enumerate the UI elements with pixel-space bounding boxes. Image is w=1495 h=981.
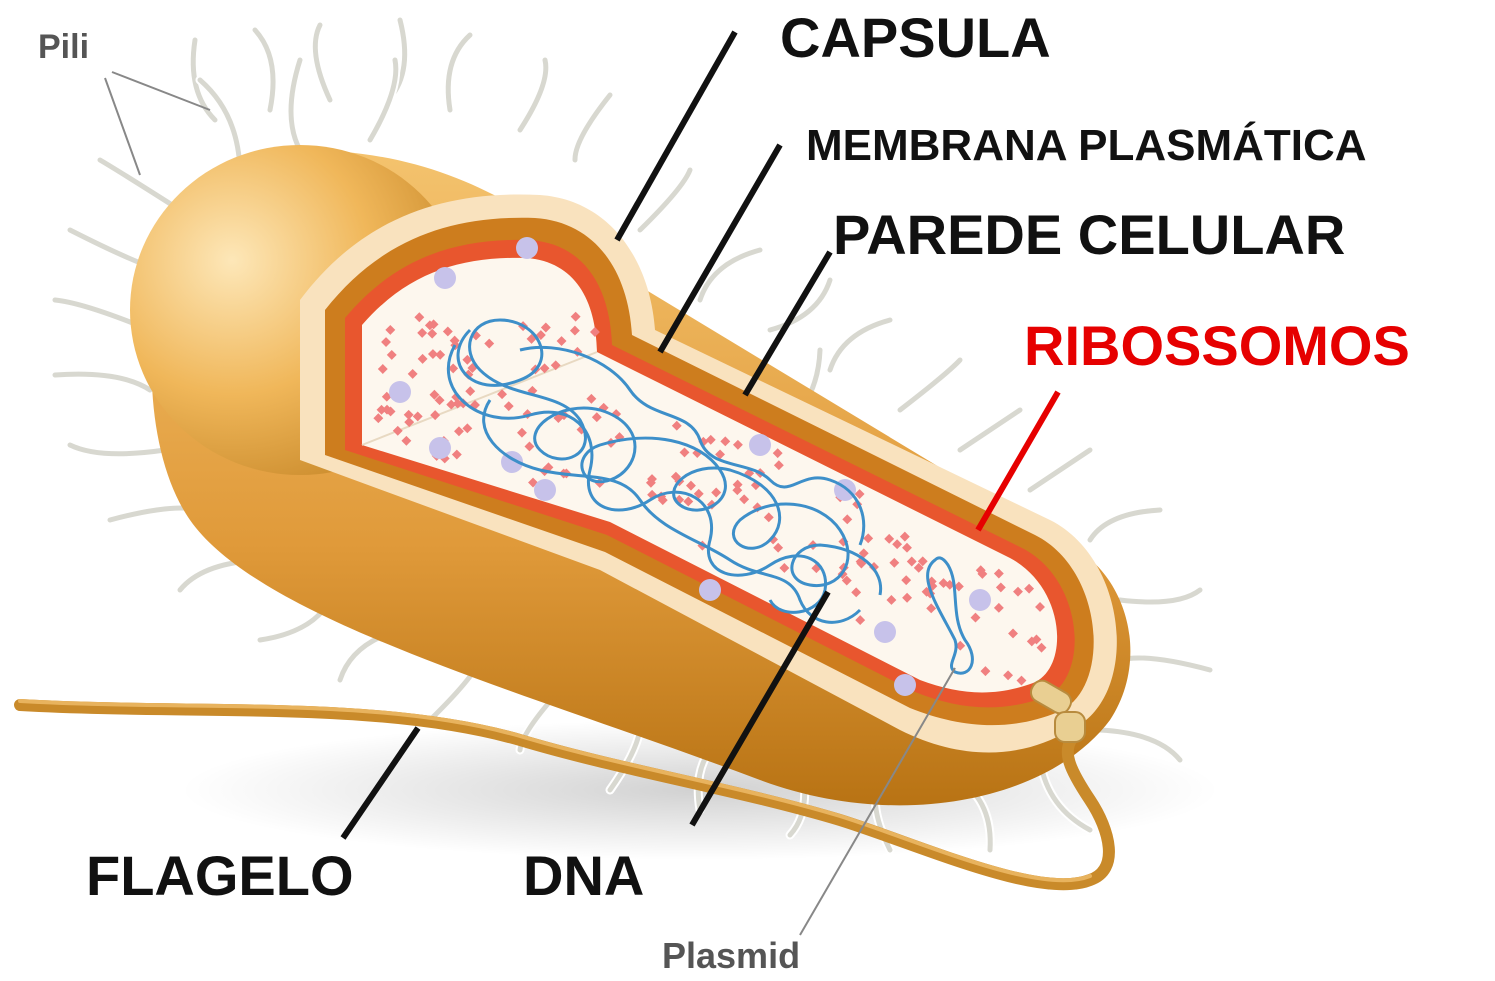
pili-pointer-1 xyxy=(105,78,140,175)
pilus xyxy=(100,160,180,210)
inclusion-granule xyxy=(434,267,456,289)
pilus xyxy=(900,360,960,410)
pilus xyxy=(255,30,273,110)
flagelo-label: FLAGELO xyxy=(86,848,354,904)
inclusion-granule xyxy=(389,381,411,403)
capsula-label: CAPSULA xyxy=(780,10,1051,66)
inclusion-granule xyxy=(429,437,451,459)
pilus xyxy=(960,410,1020,450)
inclusion-granule xyxy=(894,674,916,696)
pili-label: Pili xyxy=(38,30,89,64)
inclusion-granule xyxy=(874,621,896,643)
dna-label: DNA xyxy=(523,848,644,904)
membrana-plasmatica-label: MEMBRANA PLASMÁTICA xyxy=(806,124,1367,168)
pilus-outline xyxy=(700,250,760,300)
pilus xyxy=(1030,450,1090,490)
inclusion-granule xyxy=(699,579,721,601)
pilus-outline xyxy=(830,320,890,370)
inclusion-granule xyxy=(534,479,556,501)
inclusion-granule xyxy=(516,237,538,259)
inclusion-granule xyxy=(969,589,991,611)
pilus xyxy=(55,374,150,390)
ribossomos-label: RIBOSSOMOS xyxy=(1024,318,1410,374)
inclusion-granule xyxy=(749,434,771,456)
pilus xyxy=(200,80,240,170)
plasmid-label: Plasmid xyxy=(662,938,800,974)
flagellar-hook-base xyxy=(1055,712,1085,742)
pilus xyxy=(315,25,330,100)
capsula-leader xyxy=(617,32,735,240)
parede-celular-label: PAREDE CELULAR xyxy=(833,207,1345,263)
